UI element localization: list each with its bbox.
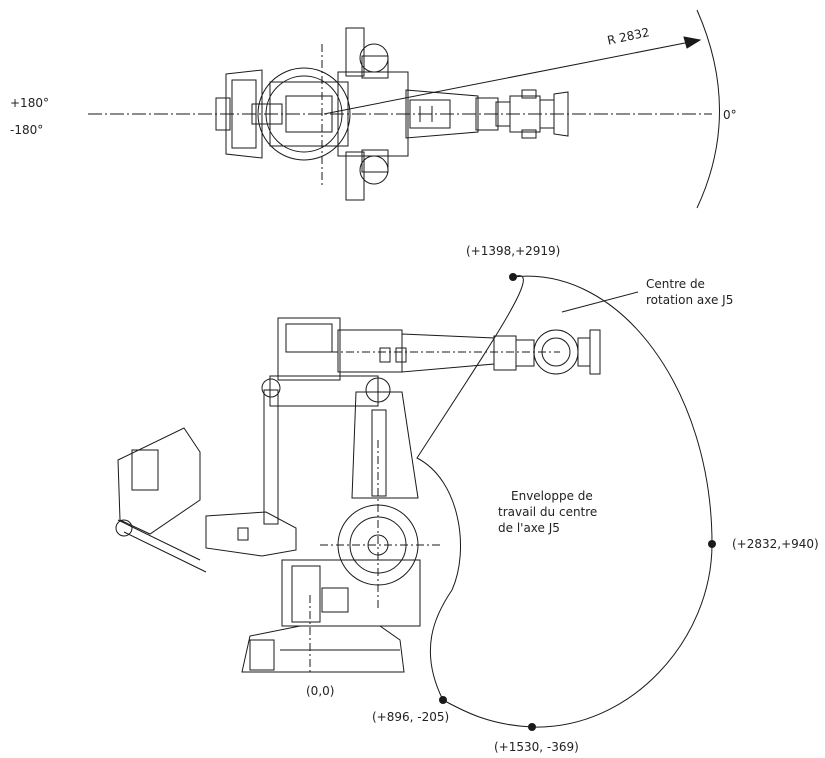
- rotation-arc: [696, 9, 720, 209]
- point-right-label: (+2832,+940): [732, 537, 819, 551]
- work-envelope-curve: [416, 275, 713, 728]
- point-low-label: (+1530, -369): [494, 740, 579, 754]
- radius-line: [323, 41, 691, 115]
- point-low-marker: [528, 723, 536, 731]
- envelope-label-line2: travail du centre: [498, 505, 598, 519]
- side-view: [115, 273, 716, 731]
- j5-center-label-line1: Centre de: [646, 277, 705, 291]
- envelope-points: [439, 273, 716, 731]
- angle-positive-label: +180°: [10, 96, 49, 110]
- envelope-label-line1: Enveloppe de: [511, 489, 593, 503]
- angle-zero-label: 0°: [723, 108, 737, 122]
- angle-negative-label: -180°: [10, 123, 44, 137]
- envelope-label-line3: de l'axe J5: [498, 521, 560, 535]
- j5-center-label-line2: rotation axe J5: [646, 293, 734, 307]
- point-low-left-label: (+896, -205): [372, 710, 450, 724]
- top-view: [88, 9, 720, 209]
- robot-side-silhouette: [115, 317, 601, 673]
- point-top-label: (+1398,+2919): [466, 244, 561, 258]
- point-right-marker: [708, 540, 716, 548]
- point-top-marker: [509, 273, 517, 281]
- j5-leader-line: [561, 291, 639, 313]
- radius-arrowhead: [683, 36, 702, 49]
- robot-top-silhouette: [215, 27, 569, 201]
- point-origin-label: (0,0): [306, 684, 335, 698]
- point-low-left-marker: [439, 696, 447, 704]
